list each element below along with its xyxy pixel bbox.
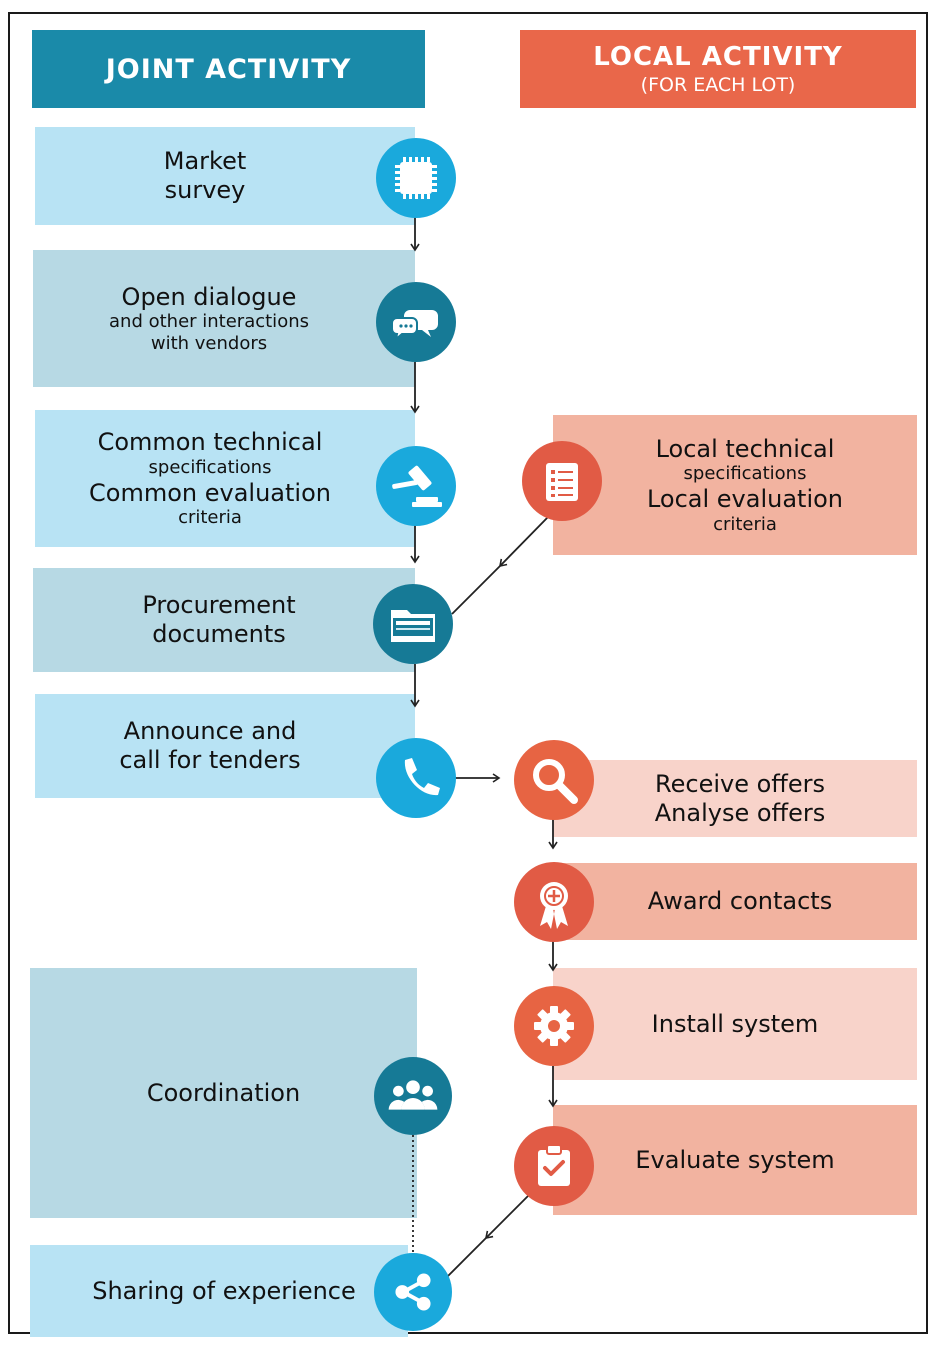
dialogue-subline1: and other interactions <box>109 311 309 333</box>
sharing-label: Sharing of experience <box>92 1276 356 1305</box>
common-specs-line4: criteria <box>178 507 242 529</box>
market-label-line1: Market <box>163 147 247 176</box>
install-label: Install system <box>651 1009 819 1038</box>
gavel-icon <box>376 446 456 526</box>
announce-line1: Announce and <box>123 717 297 746</box>
phone-icon <box>376 738 456 818</box>
share-icon <box>374 1253 452 1331</box>
arrow-localspecs-head <box>498 516 549 568</box>
clipboard-check-icon <box>514 1126 594 1206</box>
step-open-dialogue: Open dialogue and other interactions wit… <box>33 250 415 387</box>
group-icon <box>374 1057 452 1135</box>
announce-line2: call for tenders <box>119 746 301 774</box>
step-receive-offers: Receive offers Analyse offers <box>553 760 917 837</box>
local-activity-title: LOCAL ACTIVITY <box>593 42 843 72</box>
joint-activity-header: JOINT ACTIVITY <box>32 30 425 108</box>
joint-activity-title: JOINT ACTIVITY <box>105 53 352 85</box>
arrow-localspecs-tail <box>451 565 501 615</box>
award-label: Award contacts <box>647 887 833 916</box>
step-coordination: Coordination <box>30 968 417 1218</box>
dialogue-title: Open dialogue <box>121 282 297 311</box>
gear-icon <box>514 986 594 1066</box>
ribbon-award-icon <box>514 862 594 942</box>
coordination-label: Coordination <box>146 1078 301 1107</box>
chip-icon <box>376 138 456 218</box>
local-activity-subtitle: (FOR EACH LOT) <box>640 74 796 96</box>
common-specs-line3: Common evaluation <box>89 478 331 507</box>
offers-line1: Receive offers <box>655 769 825 798</box>
procurement-line2: documents <box>152 620 286 648</box>
market-label-line2: survey <box>164 176 246 204</box>
local-specs-line4: criteria <box>713 513 777 535</box>
local-activity-header: LOCAL ACTIVITY (FOR EACH LOT) <box>520 30 916 108</box>
step-sharing-experience: Sharing of experience <box>30 1245 408 1337</box>
checklist-icon <box>522 441 602 521</box>
local-specs-line3: Local evaluation <box>646 485 844 513</box>
dialogue-subline2: with vendors <box>150 332 268 354</box>
arrow-evaluate-tail <box>445 1237 487 1279</box>
step-market-survey: Market survey <box>35 127 415 225</box>
step-local-specs: Local technical specifications Local eva… <box>553 415 917 555</box>
common-specs-line1: Common technical <box>97 428 323 457</box>
offers-line2: Analyse offers <box>654 798 826 827</box>
step-install-system: Install system <box>553 968 917 1080</box>
arrow-evaluate-head <box>484 1195 529 1240</box>
procurement-line1: Procurement <box>142 591 296 620</box>
step-common-specs: Common technical specifications Common e… <box>35 410 415 547</box>
step-procurement-documents: Procurement documents <box>33 568 415 672</box>
local-specs-line1: Local technical <box>655 434 835 463</box>
folder-icon <box>373 584 453 664</box>
magnifier-icon <box>514 740 594 820</box>
step-announce-tenders: Announce and call for tenders <box>35 694 415 798</box>
step-award-contracts: Award contacts <box>553 863 917 940</box>
evaluate-label: Evaluate system <box>635 1145 835 1174</box>
chat-bubbles-icon <box>376 282 456 362</box>
local-specs-line2: specifications <box>683 463 807 485</box>
step-evaluate-system: Evaluate system <box>553 1105 917 1215</box>
common-specs-line2: specifications <box>148 456 272 478</box>
